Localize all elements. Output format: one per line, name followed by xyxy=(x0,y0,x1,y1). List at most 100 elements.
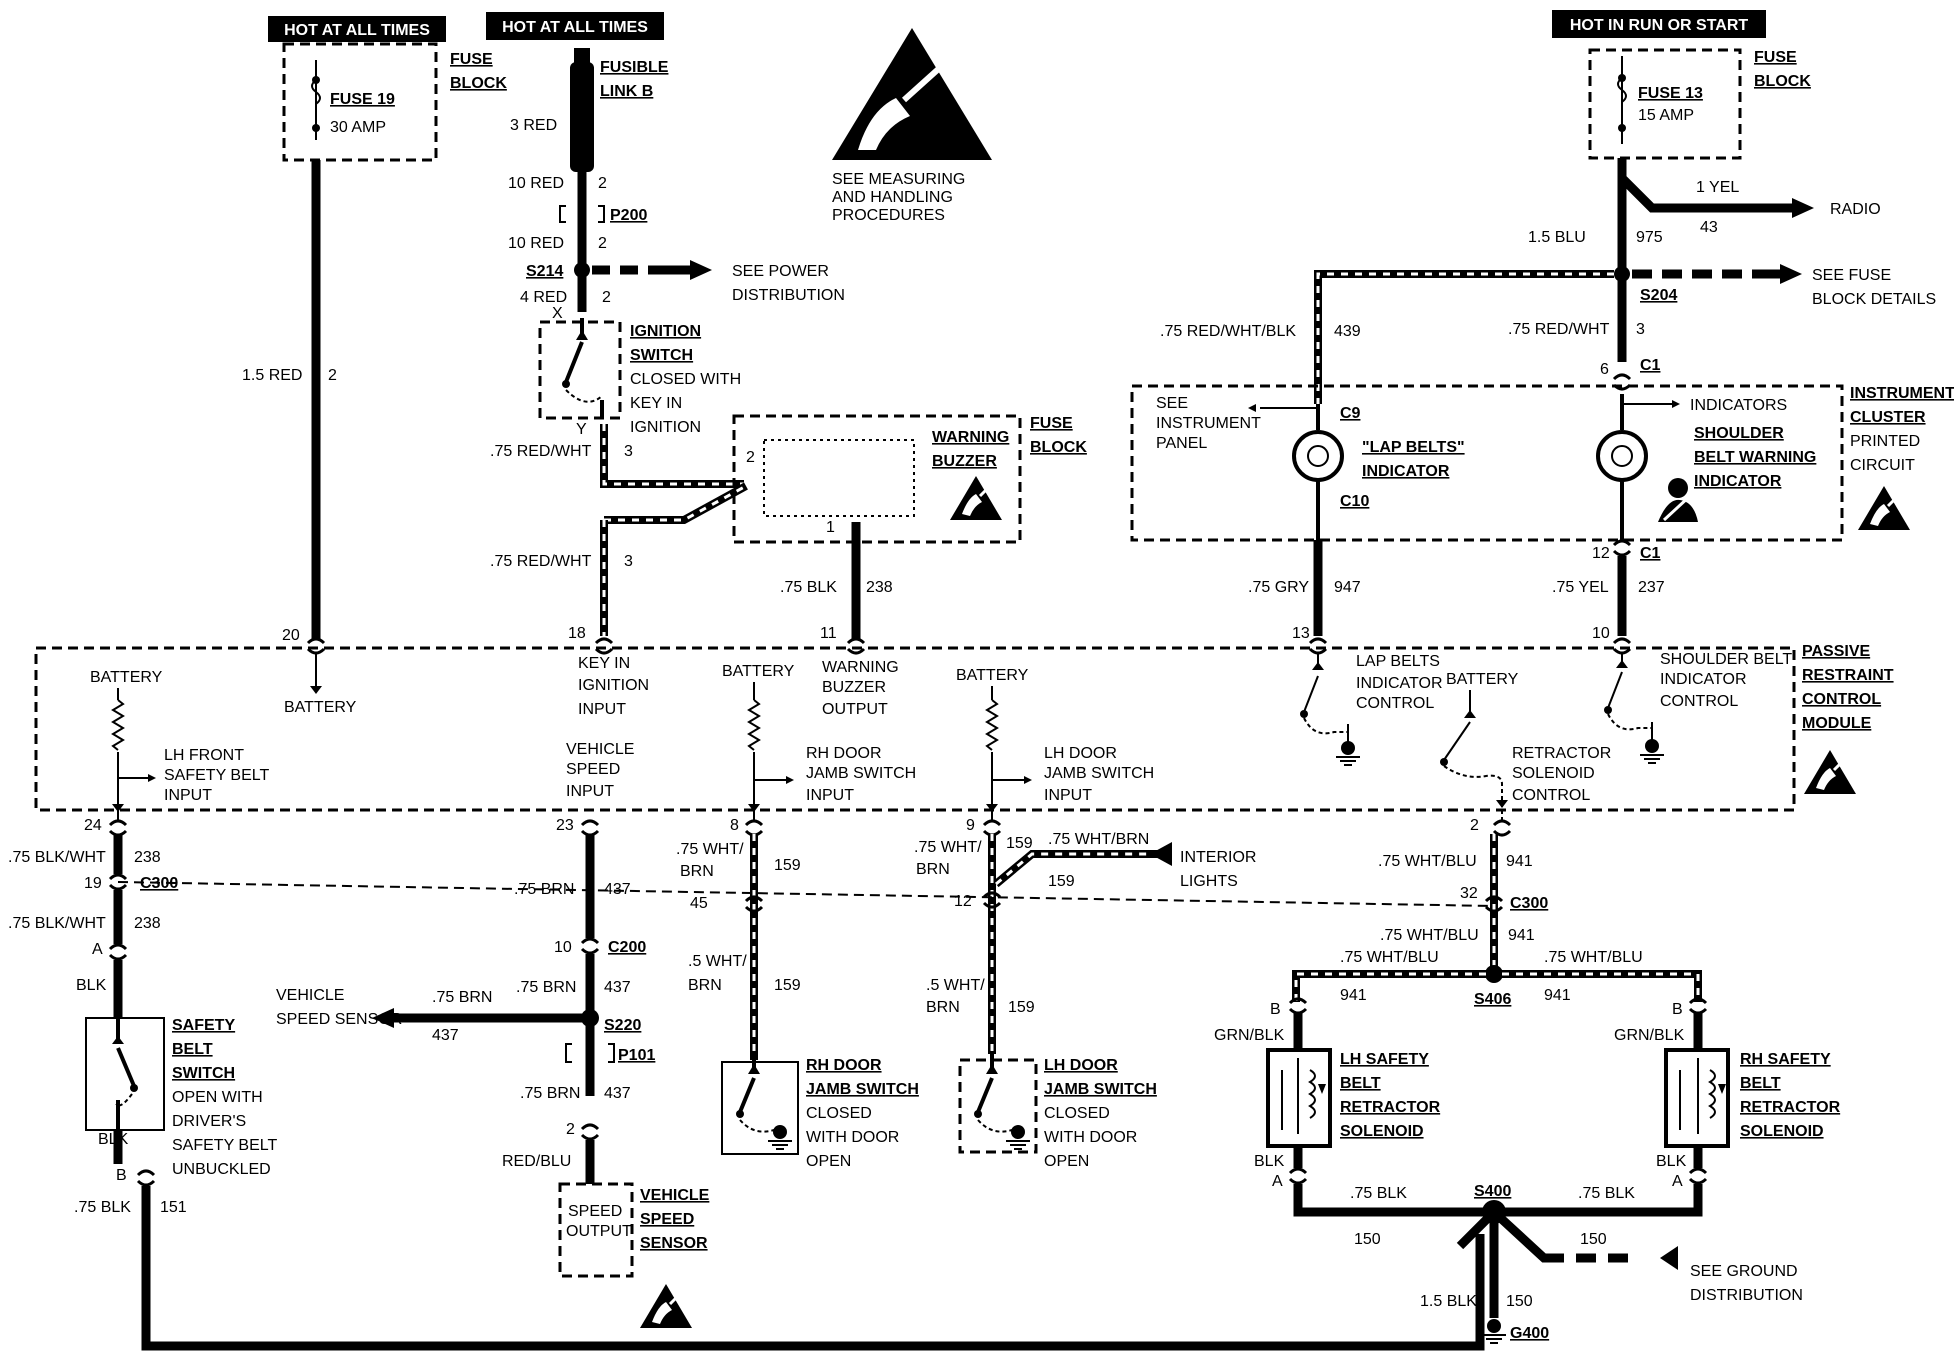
label-buzzer-l2: BUZZER xyxy=(932,453,997,470)
label-module-battery-d: BATTERY xyxy=(956,667,1029,684)
ground-g400-icon xyxy=(1481,1318,1507,1344)
label-module-pins-p20: 20 xyxy=(282,627,300,644)
label-components-lhj2: JAMB SWITCH xyxy=(1044,1081,1157,1098)
label-wires-redwhtblk-ckt: 439 xyxy=(1334,323,1361,340)
label-ldest-int1: INTERIOR xyxy=(1180,849,1256,866)
label-components-sbs7: UNBUCKLED xyxy=(172,1161,271,1178)
label-ignition-l4: KEY IN xyxy=(630,395,682,412)
label-connectors-pin-a-l: A xyxy=(1272,1173,1283,1190)
label-cluster-see1: SEE xyxy=(1156,395,1188,412)
instrument-cluster xyxy=(1130,384,1844,542)
label-wires-brn-sensor-ckt: 437 xyxy=(432,1027,459,1044)
seatbelt-person-icon xyxy=(1658,478,1698,522)
label-ignition-l3: CLOSED WITH xyxy=(630,371,741,388)
label-connectors-s204: S204 xyxy=(1640,287,1677,304)
label-fuse19-name: FUSE 19 xyxy=(330,91,395,108)
label-cluster-t1: INSTRUMENT xyxy=(1850,385,1954,402)
c300-dashed-line xyxy=(117,881,1495,907)
label-wires-brn-c: .75 BRN xyxy=(520,1085,580,1102)
label-notice-line3: PROCEDURES xyxy=(832,207,945,224)
label-components-sbs4: OPEN WITH xyxy=(172,1089,263,1106)
label-connectors-s214: S214 xyxy=(526,263,563,280)
label-wires-blk-238: .75 BLK xyxy=(780,579,837,596)
label-module-rhd1: RH DOOR xyxy=(806,745,882,762)
esd-icon-speed-sensor xyxy=(638,1282,694,1330)
label-connectors-p101: P101 xyxy=(618,1047,655,1064)
label-wires-whtblu-b: .75 WHT/BLU xyxy=(1380,927,1479,944)
label-connectors-c10: C10 xyxy=(1340,493,1369,510)
label-components-sbs6: SAFETY BELT xyxy=(172,1137,277,1154)
label-connectors-c1-top-pin: 6 xyxy=(1600,361,1609,378)
label-wires-redwht-b-ckt: 3 xyxy=(624,553,633,570)
label-module-t3: CONTROL xyxy=(1802,691,1881,708)
label-components-rhj5: OPEN xyxy=(806,1153,851,1170)
label-connectors-x: X xyxy=(552,305,563,322)
label-wires-brn-b-ckt: 437 xyxy=(604,979,631,996)
label-components-sbs1: SAFETY xyxy=(172,1017,235,1034)
hot-at-all-times-header-1: HOT AT ALL TIMES xyxy=(268,16,446,42)
label-module-lhf1: LH FRONT xyxy=(164,747,244,764)
label-wires-blk-238-ckt: 238 xyxy=(866,579,893,596)
label-wires-red4-ckt: 2 xyxy=(602,289,611,306)
label-module-rhd3: INPUT xyxy=(806,787,854,804)
label-components-vss2: SPEED xyxy=(640,1211,694,1228)
esd-icon-cluster xyxy=(1856,484,1912,532)
fuse-block-label-1: FUSE xyxy=(450,51,493,68)
label-connectors-buzzer-pin2: 2 xyxy=(746,449,755,466)
label-module-wb1: WARNING xyxy=(822,659,899,676)
label-wires-blk1-5-ckt: 150 xyxy=(1506,1293,1533,1310)
label-connectors-pin-b-l: B xyxy=(1270,1001,1281,1018)
label-wires-red4: 4 RED xyxy=(520,289,567,306)
label-wires-blk-sw-bot: BLK xyxy=(98,1131,129,1148)
label-components-rhj2: JAMB SWITCH xyxy=(806,1081,919,1098)
label-cluster-t4: CIRCUIT xyxy=(1850,457,1915,474)
label-connectors-pin-a-r: A xyxy=(1672,1173,1683,1190)
label-wires-gry-ckt: 947 xyxy=(1334,579,1361,596)
label-wires-blk-l: BLK xyxy=(1254,1153,1285,1170)
label-components-rhs4: SOLENOID xyxy=(1740,1123,1824,1140)
label-buzzer-l1: WARNING xyxy=(932,429,1009,446)
label-connectors-buzzer-pin1: 1 xyxy=(826,519,835,536)
label-wires-grnblk-r: GRN/BLK xyxy=(1614,1027,1685,1044)
label-cluster-sh2: BELT WARNING xyxy=(1694,449,1816,466)
lh-safety-belt-retractor-solenoid xyxy=(1266,1048,1332,1148)
label-wires-blk75-l-ckt: 150 xyxy=(1354,1231,1381,1248)
label-wires-blk-r: BLK xyxy=(1656,1153,1687,1170)
label-components-lhj4: WITH DOOR xyxy=(1044,1129,1137,1146)
lh-door-jamb-switch xyxy=(958,1054,1038,1154)
fuse-19: FUSE 19 30 AMP xyxy=(282,42,438,162)
label-ldest-fuse1: SEE FUSE xyxy=(1812,267,1891,284)
label-headers-hot-always-2: HOT AT ALL TIMES xyxy=(502,19,648,36)
label-components-sbs5: DRIVER'S xyxy=(172,1113,246,1130)
hot-at-all-times-header-2: HOT AT ALL TIMES xyxy=(486,12,664,40)
label-module-lhf2: SAFETY BELT xyxy=(164,767,269,784)
label-wires-brn-c-ckt: 437 xyxy=(604,1085,631,1102)
label-components-lhj1: LH DOOR xyxy=(1044,1057,1118,1074)
label-wires-whtbrn-rh-a2: BRN xyxy=(680,863,714,880)
label-module-pins-p23: 23 xyxy=(556,817,574,834)
label-components-rhj3: CLOSED xyxy=(806,1105,872,1122)
label-wires-yel75: .75 YEL xyxy=(1552,579,1609,596)
label-components-lhj3: CLOSED xyxy=(1044,1105,1110,1122)
label-wires-whtbrn-lh-b-ckt: 159 xyxy=(1008,999,1035,1016)
p101-connector xyxy=(565,1043,615,1063)
label-wires-whtblu-r-ckt: 941 xyxy=(1544,987,1571,1004)
label-wires-whtbrn-lh-a1: .75 WHT/ xyxy=(914,839,982,856)
label-ldest-radio: RADIO xyxy=(1830,201,1881,218)
label-wires-whtblu-l-ckt: 941 xyxy=(1340,987,1367,1004)
label-connectors-c300-r-pin: 32 xyxy=(1460,885,1478,902)
label-wires-whtbrn-lh-a2: BRN xyxy=(916,861,950,878)
label-wires-redwhtblk: .75 RED/WHT/BLK xyxy=(1160,323,1296,340)
label-wires-red3: 3 RED xyxy=(510,117,557,134)
label-components-so1: SPEED xyxy=(568,1203,622,1220)
label-wires-blu-1-5: 1.5 BLU xyxy=(1528,229,1586,246)
label-module-key2: IGNITION xyxy=(578,677,649,694)
rh-door-jamb-switch xyxy=(721,1054,799,1155)
label-wires-whtbrn-rh-b-ckt: 159 xyxy=(774,977,801,994)
label-module-rs1: RETRACTOR xyxy=(1512,745,1611,762)
esd-notice-icon xyxy=(832,28,992,160)
label-wires-blk-151-ckt: 151 xyxy=(160,1199,187,1216)
label-module-pins-p8: 8 xyxy=(730,817,739,834)
label-wires-redwht-c: .75 RED/WHT xyxy=(1508,321,1610,338)
